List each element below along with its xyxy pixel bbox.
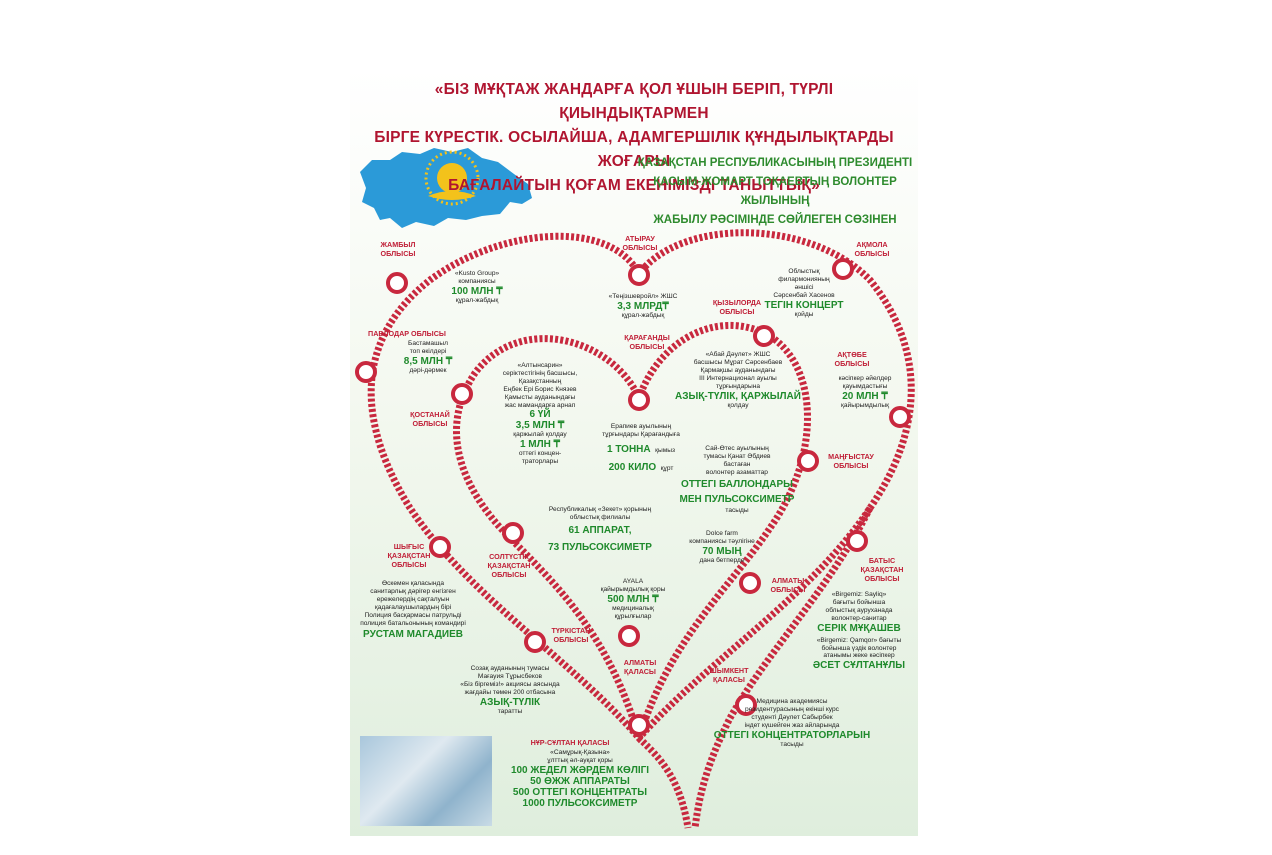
fact-aktobe: кәсіпкер әйелдер қауымдастығы 20 МЛН ₸ қ… [838, 375, 892, 409]
node-turkistan [524, 631, 546, 653]
node-almaty-city [618, 625, 640, 647]
region-kyzylorda: ҚЫЗЫЛОРДА ОБЛЫСЫ [712, 298, 762, 316]
node-shygys [429, 536, 451, 558]
node-atyrau [628, 264, 650, 286]
region-akmola: АҚМОЛА ОБЛЫСЫ [854, 240, 890, 258]
fact-karaganda: Ерапиев ауылының тұрғындары Қарағандыға … [602, 423, 680, 474]
fact-zhambyl: «Kusto Group» компаниясы 100 МЛН ₸ құрал… [451, 270, 503, 304]
heart-diagram [355, 148, 915, 829]
fact-shygys: Өскемен қаласында санитарлық дәрігер енг… [360, 580, 466, 641]
node-kyzylorda [753, 325, 775, 347]
region-turkistan: ТҮРКІСТАН ОБЛЫСЫ [551, 626, 591, 644]
node-mangystau [797, 450, 819, 472]
fact-pavlodar: Бастамашыл топ өкілдері 8,5 МЛН ₸ дәрі-д… [403, 340, 453, 374]
fact-atyrau: «Теңізшевройл» ЖШС 3,3 МЛРД₸ құрал-жабды… [608, 293, 678, 319]
node-pavlodar [355, 361, 377, 383]
fact-kostanay: «Алтынсарин» серіктестігінің басшысы, Қа… [502, 362, 578, 466]
node-aktobe [889, 406, 911, 428]
heart-tail-right [636, 735, 692, 829]
node-zhambyl [386, 272, 408, 294]
fact-shymkent: Медицина академиясы резидентурасының екі… [713, 698, 871, 748]
infographic-poster: «БІЗ МҰҚТАЖ ЖАНДАРҒА ҚОЛ ҰШЫН БЕРІП, ТҮР… [350, 68, 918, 836]
fact-nursultan: «Самұрық-Қазына» ұлттық әл-ауқат қоры 10… [510, 749, 650, 809]
node-shymkent [735, 694, 757, 716]
node-akmola [832, 258, 854, 280]
region-kostanay: ҚОСТАНАЙ ОБЛЫСЫ [410, 410, 450, 428]
fact-batys: «Birgemiz: Sayliq» бағыты бойынша облыст… [812, 591, 906, 672]
region-pavlodar: ПАВЛОДАР ОБЛЫСЫ [368, 329, 446, 338]
fact-soltustik: Республикалық «Зекет» қорының облыстық ф… [548, 506, 652, 553]
fact-mangystau: Сай-Өтес ауылының тумасы Қанат Әбдиев ба… [679, 445, 795, 514]
fact-akmola: Облыстық филармонияның әншісі Сәрсенбай … [764, 268, 844, 318]
inner-heart-track [453, 322, 811, 751]
fact-almaty-city: AYALA қайырымдылық қоры 500 МЛН ₸ медици… [600, 578, 666, 620]
quote-source: ҚАЗАҚСТАН РЕСПУБЛИКАСЫНЫҢ ПРЕЗИДЕНТІ ҚАС… [637, 157, 913, 226]
quote-title: «БІЗ МҰҚТАЖ ЖАНДАРҒА ҚОЛ ҰШЫН БЕРІП, ТҮР… [374, 81, 894, 194]
region-batys: БАТЫС ҚАЗАҚСТАН ОБЛЫСЫ [860, 556, 904, 583]
node-soltustik [502, 522, 524, 544]
node-kostanay [451, 383, 473, 405]
region-mangystau: МАҢҒЫСТАУ ОБЛЫСЫ [828, 452, 874, 470]
region-almaty-obl: АЛМАТЫ ОБЛЫСЫ [770, 576, 806, 594]
sun-eagle-icon [424, 150, 480, 206]
region-zhambyl: ЖАМБЫЛ ОБЛЫСЫ [380, 240, 416, 258]
volunteers-photo [360, 736, 492, 826]
node-batys [846, 530, 868, 552]
region-soltustik: СОЛТҮСТІК ҚАЗАҚСТАН ОБЛЫСЫ [487, 552, 531, 579]
region-karaganda: ҚАРАҒАНДЫ ОБЛЫСЫ [624, 333, 670, 351]
region-shymkent: ШЫМКЕНТ ҚАЛАСЫ [709, 666, 749, 684]
region-atyrau: АТЫРАУ ОБЛЫСЫ [622, 234, 658, 252]
node-karaganda [628, 389, 650, 411]
fact-almaty-obl: Dolce farm компаниясы тәулігіне 70 МЫҢ д… [689, 530, 755, 564]
node-nursultan [628, 714, 650, 736]
node-almaty-obl [739, 572, 761, 594]
region-nursultan: НҰР-СҰЛТАН ҚАЛАСЫ [530, 738, 610, 747]
region-almaty-city: АЛМАТЫ ҚАЛАСЫ [623, 658, 657, 676]
region-aktobe: АҚТӨБЕ ОБЛЫСЫ [834, 350, 870, 368]
region-shygys: ШЫҒЫС ҚАЗАҚСТАН ОБЛЫСЫ [387, 542, 431, 569]
fact-kyzylorda: «Абай Дәулет» ЖШС басшысы Мұрат Сәрсенба… [675, 351, 801, 409]
fact-turkistan: Созақ ауданының тумасы Мағауия Тұрысбеко… [460, 665, 560, 715]
